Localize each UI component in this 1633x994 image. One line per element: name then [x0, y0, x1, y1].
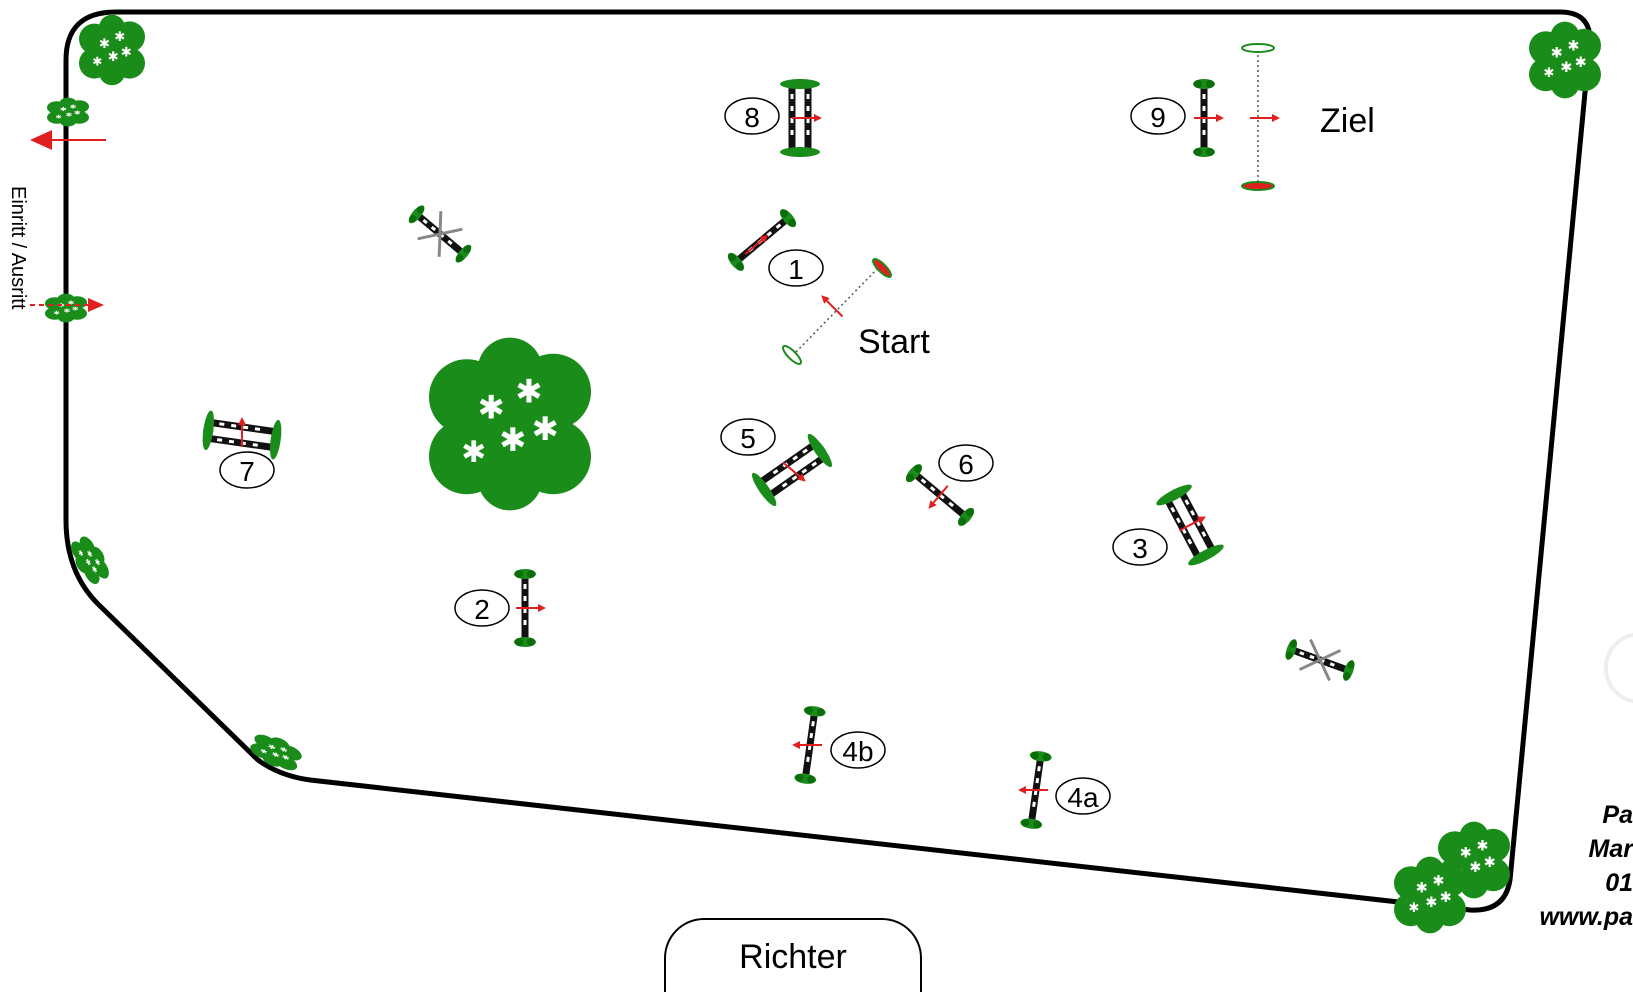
finish-label: Ziel [1320, 102, 1375, 140]
finish-line [1241, 43, 1281, 191]
shrub-icon [79, 14, 145, 86]
svg-text:7: 7 [239, 456, 255, 487]
svg-text:8: 8 [744, 102, 760, 133]
obstacle-label-2: 2 [454, 589, 510, 627]
credit-line: Mar [1588, 835, 1633, 863]
judge-box: Richter [664, 918, 922, 992]
shrub-icon [45, 293, 87, 323]
start-line [782, 258, 892, 365]
obstacle-label-4b: 4b [830, 731, 886, 769]
svg-text:1: 1 [788, 254, 804, 285]
obstacle-label-4a: 4a [1055, 777, 1111, 815]
obstacle-label-1: 1 [768, 249, 824, 287]
edge-circle [1604, 632, 1633, 704]
svg-text:3: 3 [1132, 533, 1148, 564]
start-label: Start [858, 323, 930, 361]
svg-text:9: 9 [1150, 102, 1166, 133]
obstacle-label-9: 9 [1130, 97, 1186, 135]
svg-text:2: 2 [474, 594, 490, 625]
credit-line: 01 [1605, 869, 1633, 897]
obstacle-label-7: 7 [219, 451, 275, 489]
shrub-icon [1529, 21, 1601, 99]
exit-arrow-icon [30, 130, 106, 150]
obstacle-label-6: 6 [938, 444, 994, 482]
shrub-icon [429, 337, 591, 511]
obstacle-label-8: 8 [724, 97, 780, 135]
credit-text: Pa Mar 01 www.pa [1433, 798, 1633, 934]
credit-line: www.pa [1539, 903, 1633, 931]
shrub-icon [47, 97, 89, 127]
cross-pole-icon [402, 198, 479, 271]
svg-text:4b: 4b [842, 736, 873, 767]
svg-text:5: 5 [740, 423, 756, 454]
svg-text:4a: 4a [1067, 782, 1099, 813]
obstacle-label-3: 3 [1112, 528, 1168, 566]
cross-pole-icon [1282, 633, 1359, 687]
svg-text:6: 6 [958, 449, 974, 480]
arena-border [63, 9, 1593, 913]
entry-arrow-icon [30, 298, 104, 312]
obstacle-label-5: 5 [720, 418, 776, 456]
credit-line: Pa [1602, 801, 1633, 829]
entry-exit-label: Einritt / Ausritt [7, 186, 29, 310]
